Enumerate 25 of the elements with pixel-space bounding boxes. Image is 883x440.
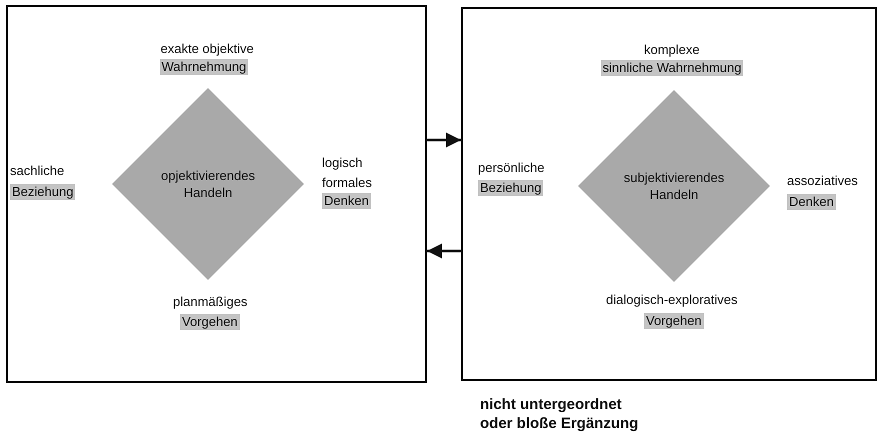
- highlighted-term: Beziehung: [478, 180, 544, 196]
- caption-text: nicht untergeordnet oder bloße Ergänzung: [480, 395, 640, 433]
- descriptor-text: sachliche: [10, 163, 64, 179]
- descriptor-text: persönliche: [478, 160, 544, 176]
- panel-box: [461, 7, 877, 381]
- diamond-label: subjektivierendes Handeln: [622, 169, 726, 203]
- highlighted-term: Denken: [787, 194, 836, 210]
- descriptor-text: logisch formales: [322, 154, 373, 192]
- descriptor-text: exakte objektive: [160, 41, 254, 57]
- diamond-label: opjektivierendes Handeln: [160, 167, 256, 201]
- diamond-shape: [578, 90, 770, 282]
- descriptor-text: dialogisch-exploratives: [606, 292, 738, 308]
- highlighted-term: sinnliche Wahrnehmung: [600, 60, 744, 76]
- descriptor-text: planmäßiges: [173, 294, 248, 310]
- arrow: [427, 244, 461, 258]
- highlighted-term: Denken: [322, 193, 371, 209]
- highlighted-term: Beziehung: [10, 184, 76, 200]
- descriptor-text: assoziatives: [787, 173, 858, 189]
- diamond-shape: [112, 88, 304, 280]
- descriptor-text: komplexe: [644, 42, 700, 58]
- arrow: [427, 132, 461, 148]
- highlighted-term: Vorgehen: [180, 314, 240, 330]
- panel-box: [6, 5, 427, 383]
- highlighted-term: Wahrnehmung: [160, 59, 248, 75]
- highlighted-term: Vorgehen: [644, 313, 704, 329]
